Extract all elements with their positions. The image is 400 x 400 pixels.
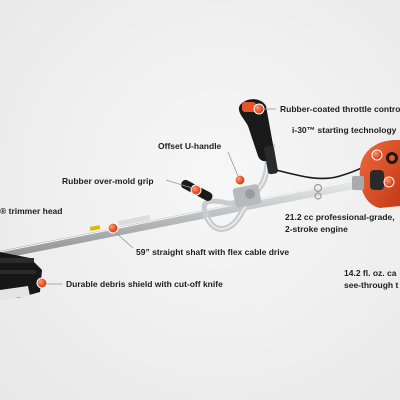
label-starting-technology: i-30™ starting technology xyxy=(292,125,397,135)
label-offset-u-handle: Offset U-handle xyxy=(158,141,222,151)
handle-clamp xyxy=(232,184,262,208)
label-rubber-grip: Rubber over-mold grip xyxy=(62,176,154,186)
throttle-handle xyxy=(238,99,278,175)
label-throttle-control: Rubber-coated throttle contro xyxy=(280,104,400,114)
shaft-decal xyxy=(89,214,151,231)
label-straight-shaft: 59” straight shaft with flex cable drive xyxy=(136,247,290,257)
label-engine-line2: 2-stroke engine xyxy=(285,224,348,234)
label-debris-shield: Durable debris shield with cut-off knife xyxy=(66,279,223,289)
debris-shield xyxy=(0,252,42,300)
label-tank-line2: see-through t xyxy=(344,280,399,290)
engine-housing xyxy=(352,140,400,208)
label-trimmer-head: ® trimmer head xyxy=(0,206,63,216)
label-engine-line1: 21.2 cc professional-grade, xyxy=(285,212,395,222)
label-tank-line1: 14.2 fl. oz. ca xyxy=(344,268,397,278)
trimmer-shaft xyxy=(0,178,364,259)
callout-leader-lines xyxy=(46,108,276,285)
callout-dot-icon xyxy=(36,103,395,289)
